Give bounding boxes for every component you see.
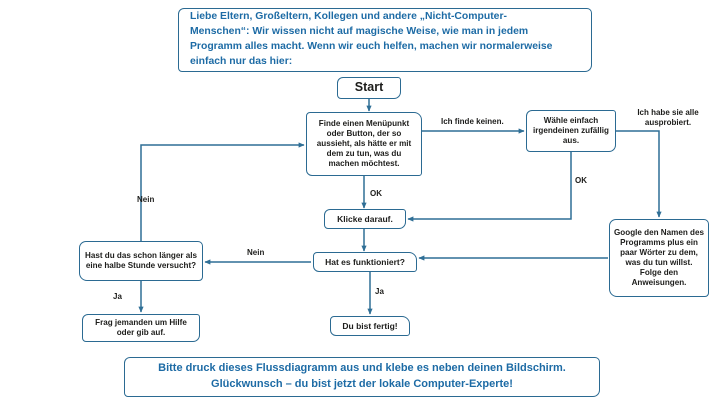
edge-label-halfhour-yes: Ja <box>113 292 122 301</box>
node-find-menu-item: Finde einen Menüpunkt oder Button, der s… <box>306 112 422 176</box>
node-you-are-done: Du bist fertig! <box>330 316 410 336</box>
node-start: Start <box>337 77 401 99</box>
node-click-it: Klicke darauf. <box>324 209 406 229</box>
header-line-3: Programm alles macht. Wenn wir euch helf… <box>190 41 553 52</box>
header-line-1: Liebe Eltern, Großeltern, Kollegen und a… <box>190 11 507 23</box>
edge-label-worked-yes: Ja <box>375 287 384 296</box>
footer-line-2: Glückwunsch – du bist jetzt der lokale C… <box>211 378 513 390</box>
node-did-it-work: Hat es funktioniert? <box>313 252 417 272</box>
node-ask-for-help: Frag jemanden um Hilfe oder gib auf. <box>82 314 200 342</box>
header-line-4: einfach nur das hier: <box>190 55 293 67</box>
edge-random-to-google <box>616 130 662 218</box>
header-banner-text: Liebe Eltern, Großeltern, Kollegen und a… <box>179 10 591 69</box>
node-google-it: Google den Namen des Programms plus ein … <box>609 219 709 297</box>
footer-banner: Bitte druck dieses Flussdiagramm aus und… <box>124 357 600 397</box>
footer-banner-text: Bitte druck dieses Flussdiagramm aus und… <box>125 361 599 392</box>
edge-label-random-to-click: OK <box>575 176 587 185</box>
edge-label-find-to-random: Ich finde keinen. <box>441 117 504 126</box>
header-line-2: Menschen“: Wir wissen nicht auf magische… <box>190 26 529 38</box>
node-pick-random: Wähle einfach irgendeinen zufällig aus. <box>526 110 616 152</box>
edge-label-worked-no: Nein <box>247 248 265 257</box>
edge-random-to-click <box>407 152 572 222</box>
edge-halfhour-no <box>140 142 305 241</box>
node-half-hour: Hast du das schon länger als eine halbe … <box>79 241 203 281</box>
footer-line-1: Bitte druck dieses Flussdiagramm aus und… <box>158 362 566 375</box>
edge-label-random-to-google: Ich habe sie alle ausprobiert. <box>637 108 699 128</box>
edge-label-halfhour-no: Nein <box>137 195 155 204</box>
edge-label-find-to-click: OK <box>370 189 382 198</box>
header-banner: Liebe Eltern, Großeltern, Kollegen und a… <box>178 8 592 72</box>
